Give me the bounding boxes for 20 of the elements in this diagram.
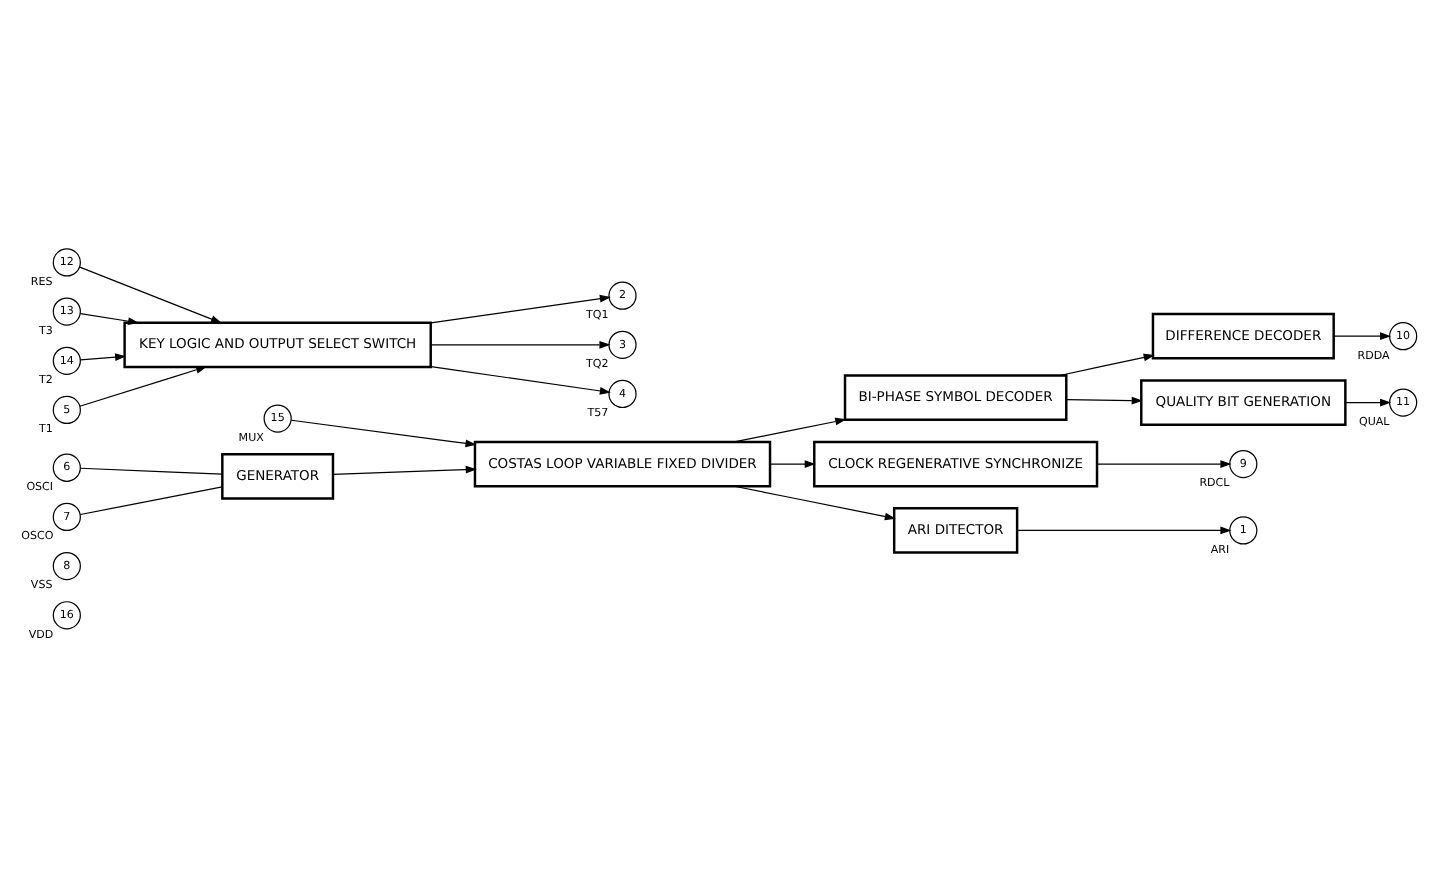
arrow	[733, 484, 896, 520]
arrow	[290, 418, 477, 447]
arrow	[430, 365, 611, 394]
arrow	[430, 293, 611, 323]
arrow	[1065, 395, 1143, 404]
arrow	[332, 464, 477, 475]
arrow	[430, 339, 611, 348]
arrow	[1333, 331, 1392, 340]
connector	[79, 485, 223, 515]
arrow	[1096, 459, 1232, 467]
arrow	[733, 416, 847, 442]
arrow	[79, 352, 127, 361]
arrow	[1344, 397, 1392, 406]
arrow	[79, 311, 140, 324]
arrow	[1059, 352, 1155, 376]
arrow	[79, 265, 223, 323]
arrow	[1016, 525, 1232, 534]
arrow	[79, 365, 208, 406]
arrow	[769, 459, 816, 467]
connector	[79, 466, 223, 474]
